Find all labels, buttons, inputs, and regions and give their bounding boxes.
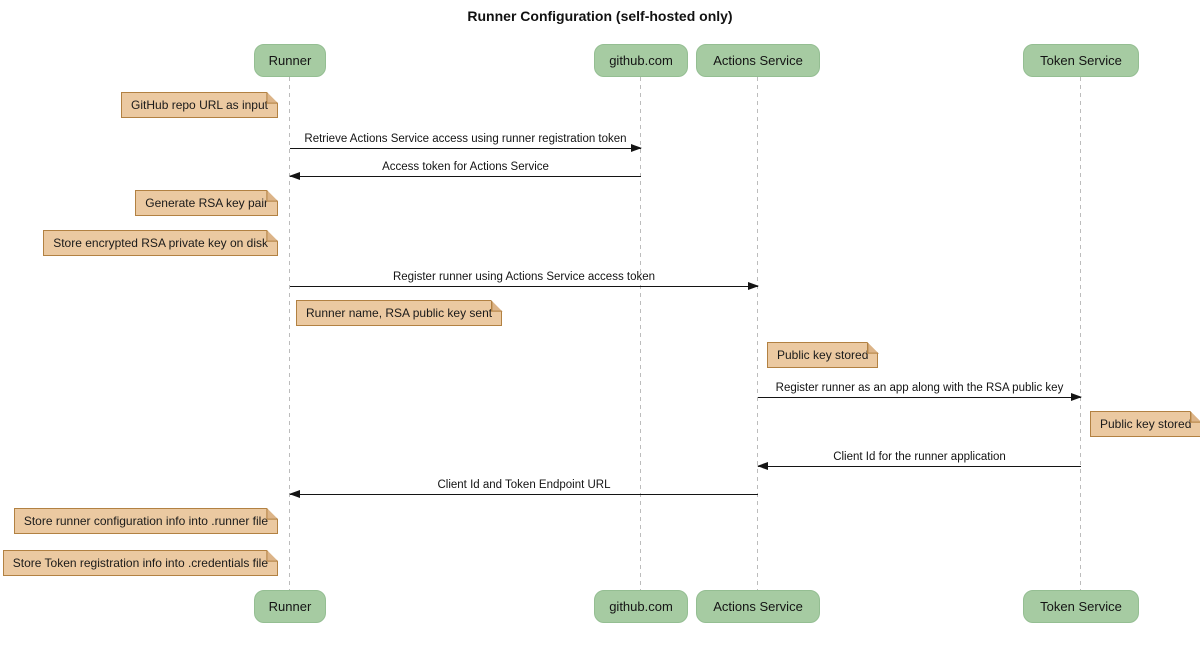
message-label: Register runner as an app along with the… <box>775 382 1064 394</box>
arrow-line <box>289 172 641 180</box>
arrowhead-right-icon <box>748 282 759 290</box>
message-label: Client Id and Token Endpoint URL <box>437 479 611 491</box>
message-label: Client Id for the runner application <box>833 451 1006 463</box>
message-register-app: Register runner as an app along with the… <box>758 381 1082 401</box>
message-access-token: Access token for Actions Service <box>289 160 641 180</box>
message-label: Register runner using Actions Service ac… <box>392 271 656 283</box>
message-register-runner: Register runner using Actions Service ac… <box>290 270 759 290</box>
arrow-line <box>758 393 1082 401</box>
actor-runner-top: Runner <box>254 44 326 77</box>
actor-actions-service-top: Actions Service <box>696 44 820 77</box>
message-label: Access token for Actions Service <box>382 161 549 173</box>
actor-token-service-top: Token Service <box>1023 44 1139 77</box>
message-label: Retrieve Actions Service access using ru… <box>304 133 627 145</box>
note-store-encrypted-private-key: Store encrypted RSA private key on disk <box>43 230 278 256</box>
message-client-id-endpoint: Client Id and Token Endpoint URL <box>289 478 758 498</box>
arrowhead-left-icon <box>757 462 768 470</box>
note-github-repo-url: GitHub repo URL as input <box>121 92 278 118</box>
note-public-key-stored-token: Public key stored <box>1090 411 1200 437</box>
note-generate-rsa-key-pair: Generate RSA key pair <box>135 190 278 216</box>
arrow-line <box>289 490 758 498</box>
lifeline-token-service <box>1080 77 1081 590</box>
lifeline-runner <box>289 77 290 590</box>
message-retrieve-actions-access: Retrieve Actions Service access using ru… <box>290 132 642 152</box>
message-client-id: Client Id for the runner application <box>757 450 1081 470</box>
actor-github-bottom: github.com <box>594 590 688 623</box>
arrowhead-left-icon <box>289 172 300 180</box>
diagram-title: Runner Configuration (self-hosted only) <box>467 8 733 24</box>
note-store-token-registration: Store Token registration info into .cred… <box>2 550 278 576</box>
actor-runner-bottom: Runner <box>254 590 326 623</box>
note-public-key-stored-actions: Public key stored <box>767 342 879 368</box>
lifeline-actions-service <box>757 77 758 590</box>
arrow-line <box>290 144 642 152</box>
actor-token-service-bottom: Token Service <box>1023 590 1139 623</box>
arrowhead-left-icon <box>289 490 300 498</box>
actor-actions-service-bottom: Actions Service <box>696 590 820 623</box>
arrow-line <box>290 282 759 290</box>
note-store-runner-configuration: Store runner configuration info into .ru… <box>13 508 278 534</box>
arrowhead-right-icon <box>631 144 642 152</box>
arrow-line <box>757 462 1081 470</box>
arrowhead-right-icon <box>1071 393 1082 401</box>
actor-github-top: github.com <box>594 44 688 77</box>
lifeline-github <box>640 77 641 590</box>
note-runner-name-public-key: Runner name, RSA public key sent <box>296 300 503 326</box>
